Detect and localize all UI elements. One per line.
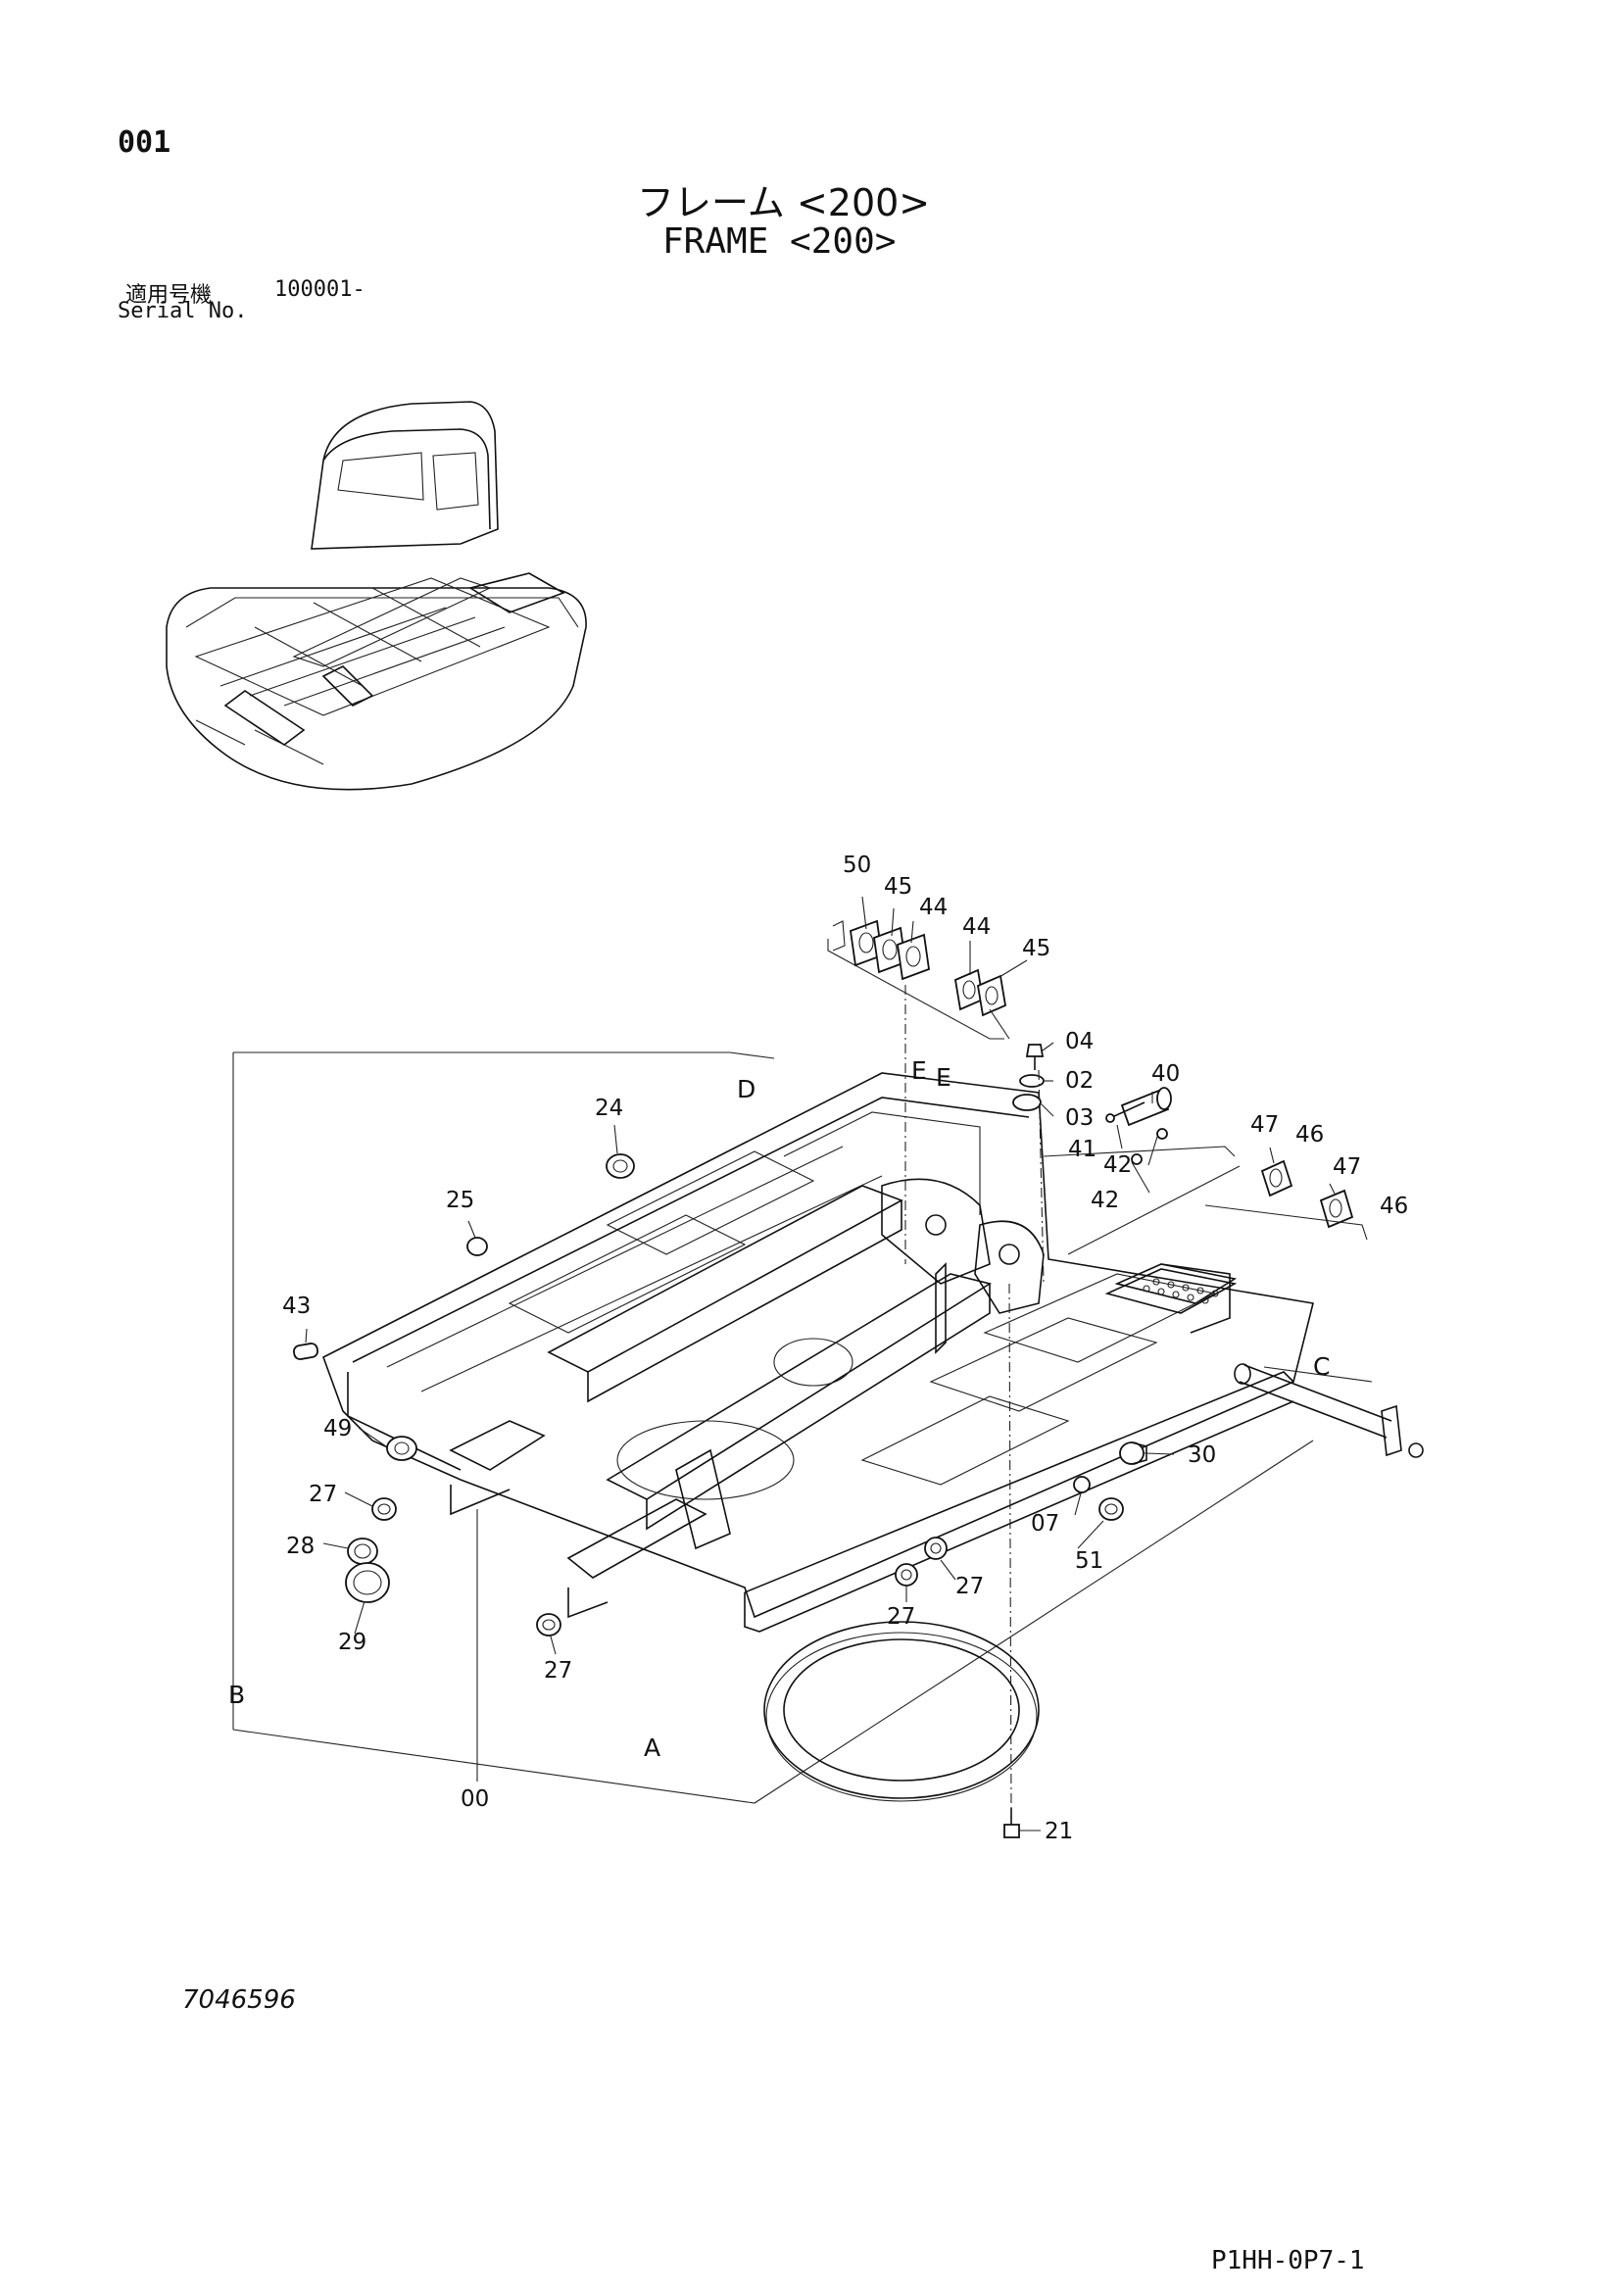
callout-47a: 47 xyxy=(1250,1112,1279,1138)
callout-50: 50 xyxy=(843,853,871,878)
callout-42a: 42 xyxy=(1103,1152,1132,1178)
machine-locator-illustration xyxy=(166,401,587,791)
section-letter-d: D xyxy=(737,1075,755,1103)
callout-07: 07 xyxy=(1031,1511,1059,1537)
part-spring-washer-02 xyxy=(1019,1074,1045,1088)
part-cap-43 xyxy=(293,1343,318,1360)
callout-21: 21 xyxy=(1045,1819,1073,1844)
section-letter-c: C xyxy=(1313,1352,1330,1381)
callout-44b: 44 xyxy=(962,914,991,940)
callout-45a: 45 xyxy=(884,874,912,900)
part-nut-42b xyxy=(1131,1153,1143,1165)
part-seal-27b xyxy=(536,1613,561,1637)
part-seal-51 xyxy=(1098,1497,1124,1521)
part-shim-set-right xyxy=(953,968,1010,1040)
leader-lines xyxy=(305,896,1373,1832)
part-seal-27c xyxy=(895,1563,918,1587)
callout-02: 02 xyxy=(1065,1068,1094,1094)
callout-47b: 47 xyxy=(1333,1154,1361,1180)
callout-44a: 44 xyxy=(919,895,948,920)
serial-label-japanese: 適用号機 xyxy=(125,283,213,308)
section-letter-a: A xyxy=(644,1734,660,1762)
callout-27b: 27 xyxy=(544,1658,572,1684)
callout-25: 25 xyxy=(446,1188,474,1213)
callout-30: 30 xyxy=(1188,1442,1216,1468)
section-reference-letters: A B C D E E xyxy=(228,1056,1330,1762)
callout-43: 43 xyxy=(282,1294,311,1319)
callout-46b: 46 xyxy=(1380,1194,1408,1219)
part-bolt-41 xyxy=(1105,1101,1145,1123)
part-bolt-04 xyxy=(1025,1044,1045,1070)
part-seal-27a xyxy=(371,1497,397,1521)
callout-24: 24 xyxy=(595,1096,623,1121)
part-spacer-46b xyxy=(1319,1189,1354,1229)
part-nut-42a xyxy=(1156,1128,1168,1140)
callout-27a: 27 xyxy=(309,1482,337,1507)
callout-40: 40 xyxy=(1151,1061,1180,1087)
callout-00: 00 xyxy=(461,1786,489,1812)
section-letter-b: B xyxy=(228,1681,245,1709)
part-bolt-21 xyxy=(1003,1808,1020,1838)
callout-29: 29 xyxy=(338,1630,366,1655)
page-code: P1HH-0P7-1 xyxy=(1211,2246,1365,2275)
page-number: 001 xyxy=(118,125,171,160)
callout-49: 49 xyxy=(323,1416,352,1441)
callout-04: 04 xyxy=(1065,1029,1094,1054)
swing-bearing-ring xyxy=(763,1621,1040,1802)
part-seal-49 xyxy=(386,1436,417,1461)
callout-27c: 27 xyxy=(887,1604,915,1630)
part-shim-set-left xyxy=(832,919,930,981)
callout-51: 51 xyxy=(1075,1548,1103,1574)
callout-41: 41 xyxy=(1068,1137,1096,1162)
part-seal-28 xyxy=(347,1538,378,1565)
serial-number-value: 100001- xyxy=(274,277,365,302)
callout-03: 03 xyxy=(1065,1105,1094,1131)
section-letter-e-right: E xyxy=(936,1063,951,1092)
part-seal-25 xyxy=(466,1237,488,1256)
page-title-japanese: フレーム <200> xyxy=(637,181,931,224)
page-title-english: FRAME <200> xyxy=(662,221,897,262)
part-cover-29 xyxy=(345,1562,390,1603)
serial-label-english: Serial No. xyxy=(118,299,248,323)
callout-27d: 27 xyxy=(955,1574,984,1599)
part-spacer-46a xyxy=(1260,1159,1293,1197)
callout-46a: 46 xyxy=(1295,1122,1324,1148)
part-cap-30 xyxy=(1119,1441,1147,1465)
callout-45b: 45 xyxy=(1022,936,1050,961)
part-seal-27d xyxy=(924,1537,948,1560)
callout-labels: 50 45 44 44 45 04 02 03 40 41 42 42 47 4… xyxy=(282,853,1408,1844)
upper-frame-assembly xyxy=(232,1051,1424,1804)
part-seal-07 xyxy=(1073,1476,1091,1493)
section-letter-e-left: E xyxy=(911,1056,927,1085)
part-plate-03 xyxy=(1012,1094,1042,1111)
drawing-number: 7046596 xyxy=(182,1985,296,2015)
callout-28: 28 xyxy=(286,1534,315,1559)
part-pin-40 xyxy=(1120,1087,1172,1127)
callout-42b: 42 xyxy=(1091,1188,1119,1213)
part-seal-24 xyxy=(606,1153,635,1179)
